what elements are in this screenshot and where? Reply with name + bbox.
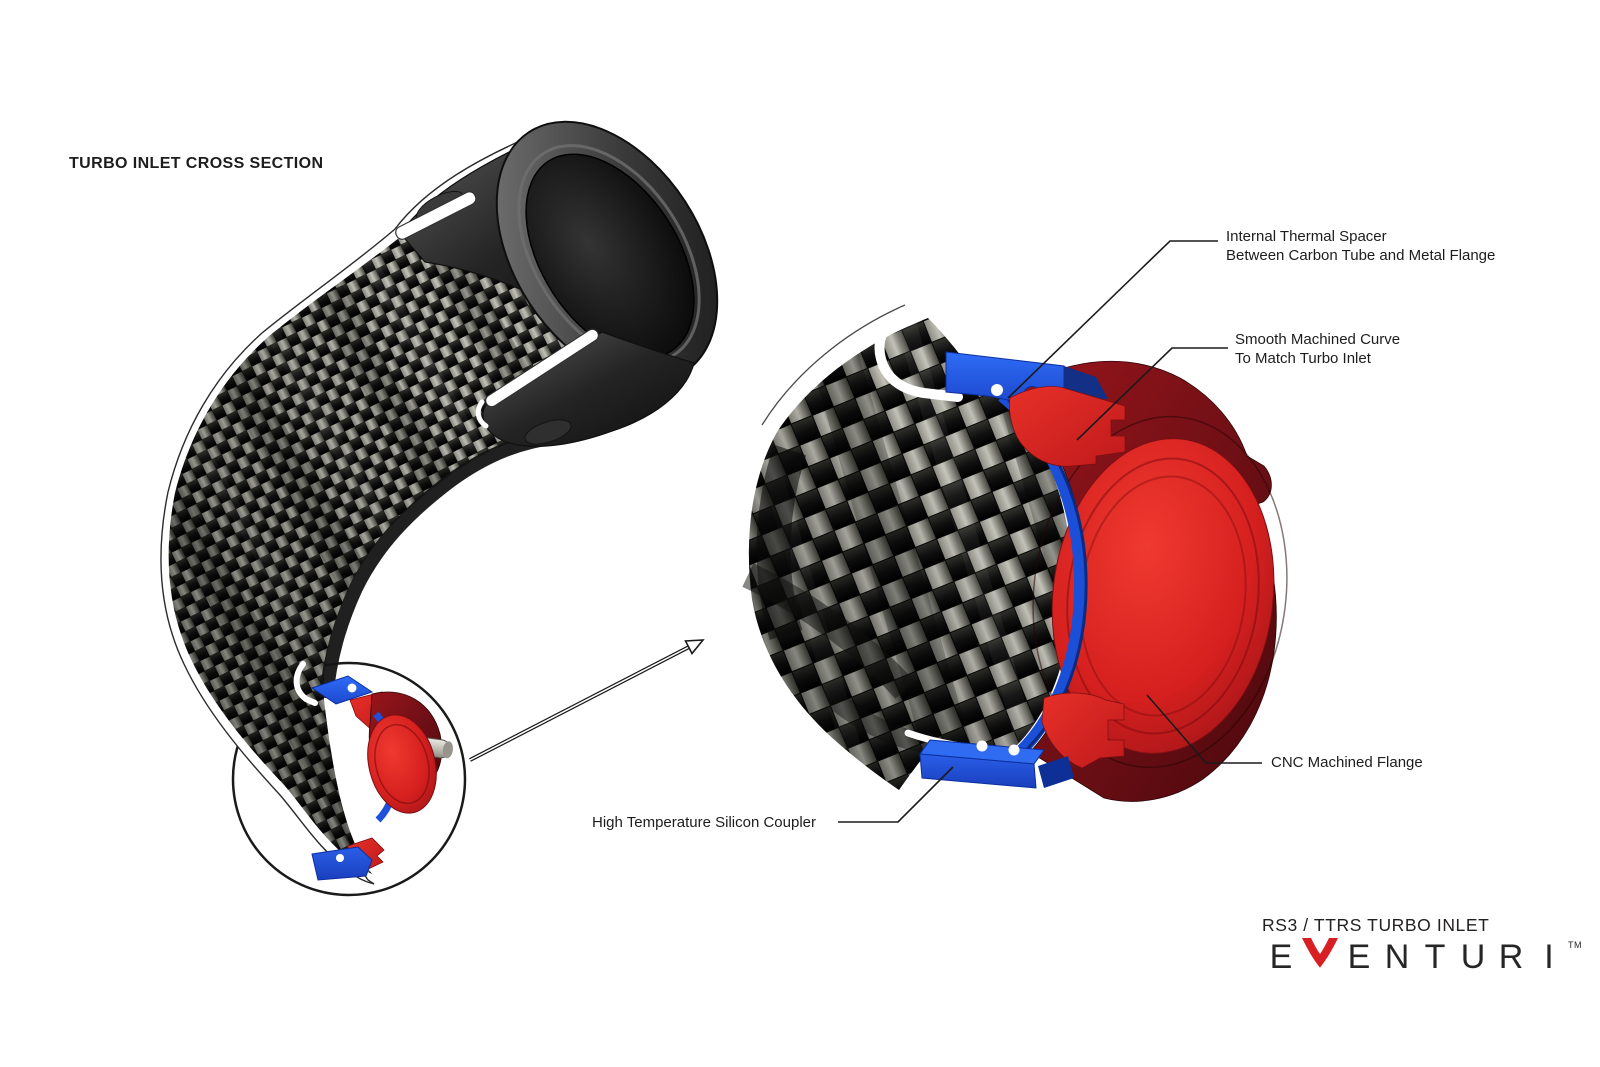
callout-line: Between Carbon Tube and Metal Flange [1226,247,1496,264]
rim-highlight [517,144,701,364]
zoom-detail-view [742,304,1288,802]
brand-trademark: TM [1568,940,1582,950]
brand-logo-letter: E [1347,938,1371,976]
brand-logo-letter: I [1544,938,1554,976]
bowl-ring-line [374,723,430,805]
coupler-notch [347,683,357,693]
bottom-cut-section [904,692,1125,789]
coupler-notch [336,854,344,862]
callout-line: To Match Turbo Inlet [1235,350,1371,367]
callout-line: High Temperature Silicon Coupler [592,814,817,831]
spacer-notch [991,384,1003,396]
inner-surface-band [756,444,807,640]
callout-thermal-spacer: Internal Thermal Spacer Between Carbon T… [1226,227,1495,265]
arrowhead [684,639,705,655]
page-title: TURBO INLET CROSS SECTION [69,155,324,172]
inner-surface-band [742,563,915,699]
callout-line: Smooth Machined Curve [1235,331,1401,348]
coupling-cut-face-lower [485,328,599,408]
leader-lines [838,240,1262,823]
inner-wall-surface [319,430,559,699]
left-cross-section [160,120,719,897]
flange-bowl [1051,438,1275,754]
inlet-coupling [395,120,719,447]
leader-machined-curve [1076,347,1228,441]
machined-curve-cut [1009,386,1126,467]
brand-logo-letter: N [1384,938,1410,976]
leader-thermal-spacer [1007,240,1218,399]
clamp-ridge [524,419,572,445]
callout-line: CNC Machined Flange [1271,754,1423,771]
silicon-coupler-cut-top [310,675,374,705]
coupling-cut-face-upper [395,191,477,240]
coupler-cut-side [1038,756,1074,788]
product-name: RS3 / TTRS TURBO INLET [1262,915,1490,935]
callout-silicon-coupler: High Temperature Silicon Coupler [592,813,816,832]
flange-contour-line [1032,415,1288,769]
cnc-flange-body [1009,360,1288,802]
brand-logo-letter: U [1460,938,1486,976]
cut-face-hook [475,399,489,429]
leader-cnc-flange [1146,694,1262,764]
brand-logo-letter: T [1424,938,1446,976]
shell-outline-top [761,304,906,426]
silicon-coupler-cut-bottom [311,846,373,881]
coupler-notch [976,740,988,752]
brand-logo-letter: E [1269,938,1293,976]
inlet-opening [525,153,695,359]
flange-detail-small [293,661,453,881]
detail-circle [231,661,467,897]
detail-arrow [469,639,705,762]
flange-cut-bottom [1041,692,1125,769]
leader-silicon-coupler [838,766,954,823]
top-cut-section [874,307,1126,467]
callout-line: Internal Thermal Spacer [1226,228,1387,245]
shell-cut-hook [874,307,963,402]
shell-cut-hook-top [293,661,318,706]
bowl-ring-line [1066,457,1260,735]
detail-shading [748,318,1073,790]
callout-cnc-flange: CNC Machined Flange [1271,753,1423,772]
callout-machined-curve: Smooth Machined Curve To Match Turbo Inl… [1235,330,1400,368]
brand-logo-letter: R [1498,938,1524,976]
coupler-notch [1008,744,1020,756]
shell-cut-hook-bottom [296,839,311,875]
inner-surface-band [828,692,936,754]
silicon-coupler-front [919,753,1037,789]
brand-logo-v [1300,938,1340,974]
